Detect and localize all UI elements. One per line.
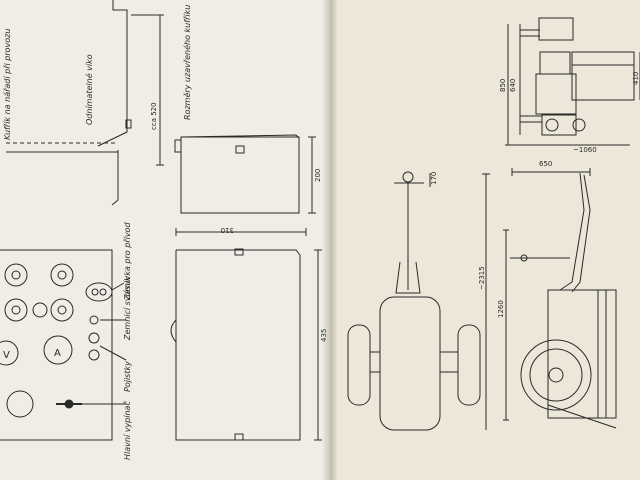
main-switch-label: Hlavní vypínač bbox=[122, 401, 132, 460]
top-view-drawing bbox=[505, 17, 640, 146]
dim-2315: ~2315 bbox=[478, 266, 486, 290]
dim-650: 650 bbox=[539, 160, 552, 168]
dim-200: 200 bbox=[314, 169, 322, 182]
ammeter-label: A bbox=[54, 348, 61, 359]
voltmeter-label: V bbox=[3, 350, 10, 361]
book-gutter bbox=[322, 0, 338, 480]
dim-1260: 1260 bbox=[497, 300, 505, 318]
dim-850: 850 bbox=[499, 79, 507, 92]
kufr-label: Kufřík na nářadí při provozu bbox=[3, 29, 12, 140]
ground-terminal-label: Zemnicí svorník bbox=[123, 276, 132, 341]
open-case-drawing bbox=[6, 0, 164, 206]
dim-520: cca 520 bbox=[150, 102, 158, 130]
dim-435: 435 bbox=[320, 329, 328, 342]
supply-socket-label: Zásuvka pro přívod bbox=[123, 222, 132, 301]
front-view-drawing bbox=[347, 171, 481, 431]
closed-case-front bbox=[174, 134, 316, 214]
control-panel-drawing bbox=[0, 249, 127, 441]
closed-case-side bbox=[170, 228, 322, 441]
dim-310: 310 bbox=[221, 226, 234, 234]
dim-170: 170 bbox=[430, 172, 438, 185]
left-page bbox=[0, 0, 330, 480]
case-closed-label: Rozměry uzavřeného kufříku bbox=[182, 5, 192, 120]
fuses-label: Pojistky bbox=[123, 361, 132, 392]
dim-640: 640 bbox=[509, 79, 517, 92]
hinged-lid-label: Odnímatelné víko bbox=[84, 54, 94, 125]
dim-410: 410 bbox=[632, 72, 640, 85]
right-page bbox=[330, 0, 640, 480]
side-view-drawing bbox=[482, 168, 617, 430]
dim-1060: ~1060 bbox=[573, 146, 597, 154]
